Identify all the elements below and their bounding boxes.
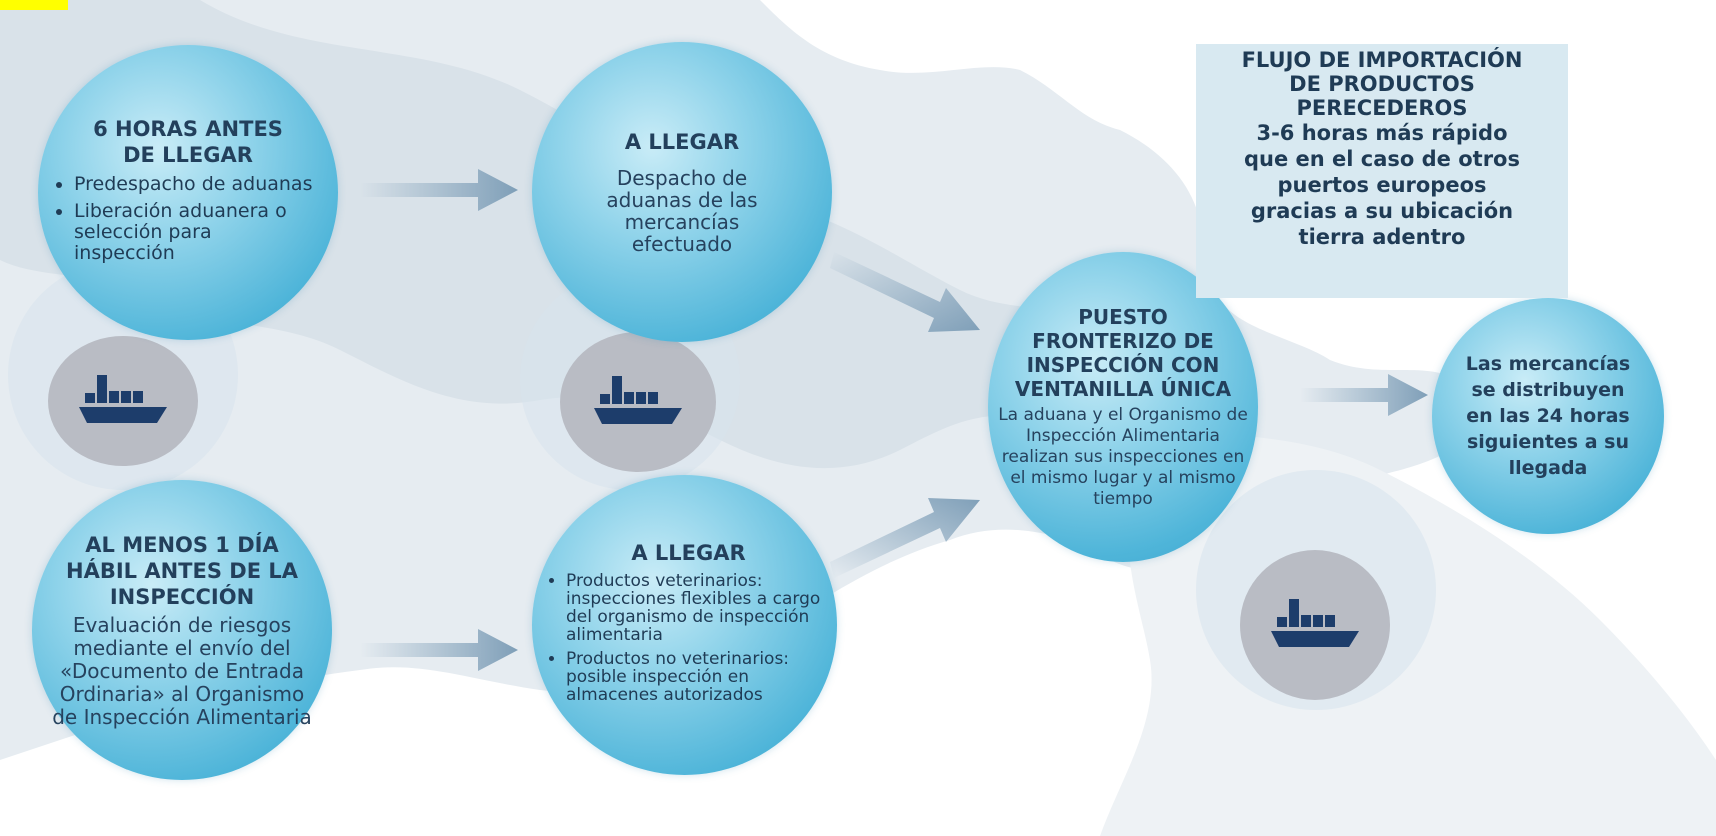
arrow-right-icon	[360, 629, 518, 671]
step-arrival-inspection: A LLEGAR Productos veterinarios: inspecc…	[532, 475, 837, 775]
step-six-hours-before: 6 HORAS ANTES DE LLEGAR Predespacho de a…	[38, 45, 338, 340]
highlight-marker	[0, 0, 68, 10]
step-title: A LLEGAR	[631, 541, 746, 565]
flow-title-box: FLUJO DE IMPORTACIÓN DE PRODUCTOS PERECE…	[1196, 44, 1568, 298]
step-title: HÁBIL ANTES DE LA	[66, 558, 298, 583]
bullet-non-veterinary-products: Productos no veterinarios: posible inspe…	[566, 650, 825, 704]
bullet-customs-pre-clearance: Predespacho de aduanas	[74, 173, 316, 195]
speed-highlight: tierra adentro	[1298, 225, 1466, 249]
step-bullets: Productos veterinarios: inspecciones fle…	[552, 572, 825, 710]
arrow-down-right-icon	[830, 252, 980, 332]
step-description: Despacho de aduanas de las mercancías ef…	[606, 166, 758, 256]
flow-title: FLUJO DE IMPORTACIÓN	[1241, 48, 1523, 72]
step-title: 6 HORAS ANTES	[93, 116, 283, 141]
bullet-customs-release: Liberación aduanera o selección para ins…	[74, 200, 316, 264]
step-description: Las mercancías se distribuyen en las 24 …	[1465, 353, 1631, 479]
arrow-right-icon	[1300, 374, 1428, 416]
step-title: FRONTERIZO DE	[1032, 328, 1214, 353]
step-distribution: Las mercancías se distribuyen en las 24 …	[1432, 298, 1664, 534]
step-border-inspection-post: PUESTO FRONTERIZO DE INSPECCIÓN CON VENT…	[988, 252, 1258, 562]
speed-highlight: que en el caso de otros	[1244, 147, 1520, 171]
step-description: La aduana y el Organismo de Inspección A…	[998, 404, 1248, 509]
step-title: INSPECCIÓN	[109, 584, 255, 609]
step-title: INSPECCIÓN CON	[1026, 352, 1220, 377]
step-title: VENTANILLA ÚNICA	[1014, 376, 1232, 401]
arrow-up-right-icon	[830, 498, 980, 578]
step-title: AL MENOS 1 DÍA	[85, 532, 279, 557]
step-one-day-before: AL MENOS 1 DÍA HÁBIL ANTES DE LA INSPECC…	[32, 480, 332, 780]
ship-disc	[560, 332, 716, 472]
flow-title: PERECEDEROS	[1296, 96, 1468, 120]
step-description: Evaluación de riesgos mediante el envío …	[52, 612, 312, 729]
step-title: PUESTO	[1078, 304, 1168, 329]
speed-highlight: puertos europeos	[1277, 173, 1487, 197]
bullet-veterinary-products: Productos veterinarios: inspecciones fle…	[566, 572, 825, 644]
ship-disc	[48, 336, 198, 466]
cargo-ship-icon	[594, 376, 682, 424]
cargo-ship-icon	[1271, 599, 1359, 647]
step-title: A LLEGAR	[624, 130, 740, 154]
step-title: DE LLEGAR	[123, 142, 253, 167]
arrow-right-icon	[360, 169, 518, 211]
cargo-ship-icon	[79, 375, 167, 423]
step-arrival-clearance: A LLEGAR Despacho de aduanas de las merc…	[532, 42, 832, 342]
ship-disc	[1240, 550, 1390, 700]
speed-highlight: gracias a su ubicación	[1250, 199, 1514, 223]
flow-title: DE PRODUCTOS	[1289, 72, 1475, 96]
speed-highlight: 3-6 horas más rápido	[1256, 121, 1508, 145]
step-bullets: Predespacho de aduanas Liberación aduane…	[60, 173, 316, 270]
